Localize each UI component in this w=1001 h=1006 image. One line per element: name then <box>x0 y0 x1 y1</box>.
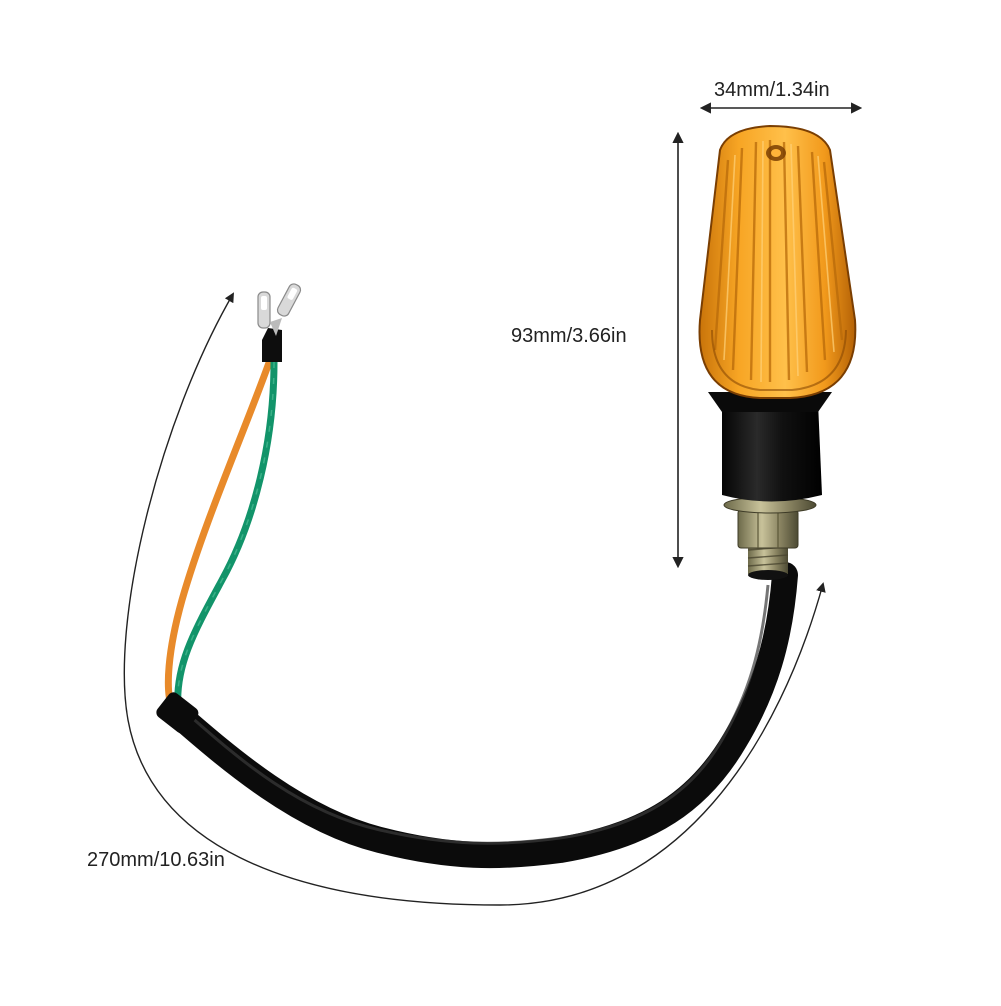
height-dimension-label: 93mm/3.66in <box>511 325 627 347</box>
housing-stem <box>708 392 832 502</box>
amber-lens <box>698 124 857 399</box>
signal-wires <box>164 356 278 712</box>
main-cable <box>156 562 798 869</box>
width-dimension-label: 34mm/1.34in <box>714 79 830 101</box>
mounting-bolt <box>723 496 817 580</box>
cable-length-label: 270mm/10.63in <box>87 849 225 871</box>
wire-terminals <box>257 283 302 362</box>
cable-length-arc-arrow <box>123 292 826 906</box>
